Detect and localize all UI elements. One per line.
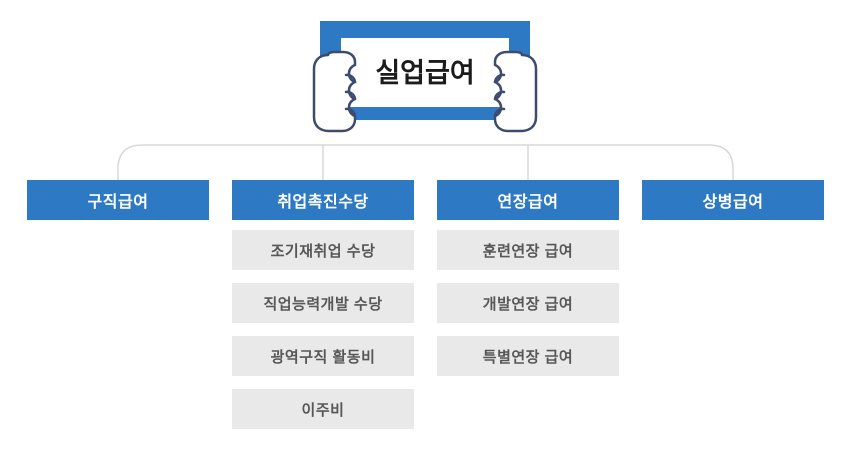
node-wide-area-job-seeking-expenses: 광역구직 활동비 (232, 336, 414, 376)
sign-frame (320, 21, 530, 120)
node-job-seeking-benefit: 구직급여 (27, 180, 209, 220)
right-hand-icon (493, 50, 538, 133)
node-employment-promotion-allowance: 취업촉진수당 (232, 180, 414, 220)
node-sickness-benefit: 상병급여 (642, 180, 824, 220)
connector-rail (117, 144, 734, 180)
left-hand-icon (312, 50, 357, 133)
unemployment-benefit-banner: 실업급여 (310, 12, 540, 136)
node-moving-expenses: 이주비 (232, 389, 414, 429)
node-vocational-skills-development-allowance: 직업능력개발 수당 (232, 283, 414, 323)
node-special-extension-benefit: 특별연장 급여 (437, 336, 619, 376)
node-training-extension-benefit: 훈련연장 급여 (437, 230, 619, 270)
node-extended-benefit: 연장급여 (437, 180, 619, 220)
banner-label: 실업급여 (375, 58, 474, 88)
node-early-reemployment-allowance: 조기재취업 수당 (232, 230, 414, 270)
node-development-extension-benefit: 개발연장 급여 (437, 283, 619, 323)
